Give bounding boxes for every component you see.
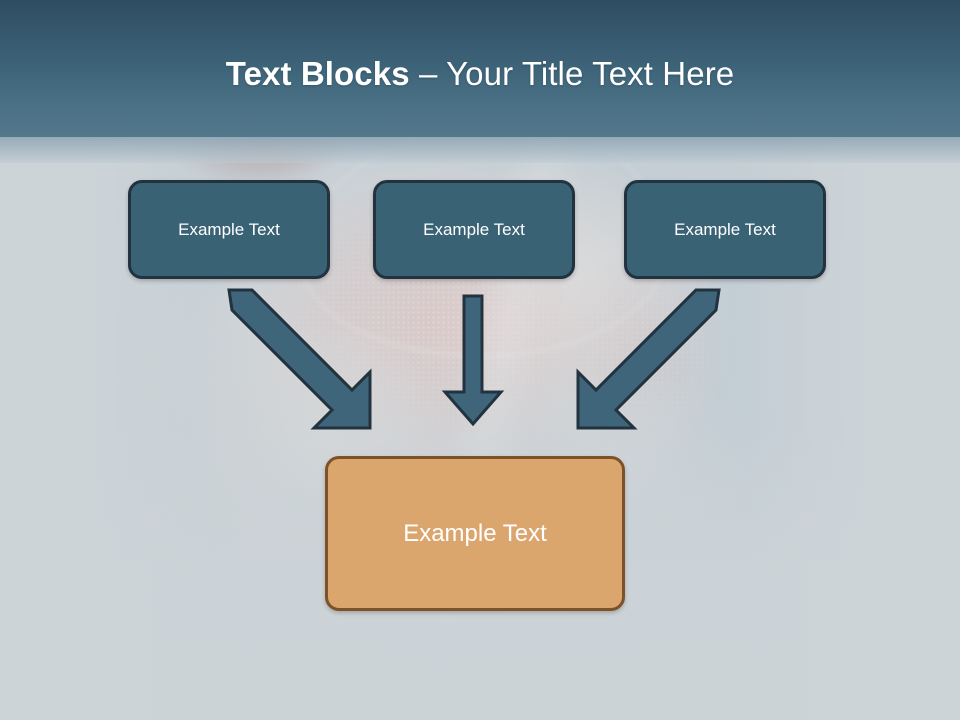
page-title-light: Your Title Text Here <box>446 55 735 92</box>
text-block-result[interactable]: Example Text <box>325 456 625 611</box>
text-block-1[interactable]: Example Text <box>128 180 330 279</box>
text-block-2-label: Example Text <box>423 219 525 239</box>
header-band <box>0 0 960 137</box>
text-block-3-label: Example Text <box>674 219 776 239</box>
header-sub-band <box>0 137 960 163</box>
page-title-strong: Text Blocks <box>225 55 419 92</box>
text-block-2[interactable]: Example Text <box>373 180 575 279</box>
text-block-3[interactable]: Example Text <box>624 180 826 279</box>
page-title: Text Blocks – Your Title Text Here <box>0 54 960 94</box>
page-title-dash: – <box>418 55 447 92</box>
text-block-result-label: Example Text <box>403 519 547 547</box>
text-block-1-label: Example Text <box>178 219 280 239</box>
